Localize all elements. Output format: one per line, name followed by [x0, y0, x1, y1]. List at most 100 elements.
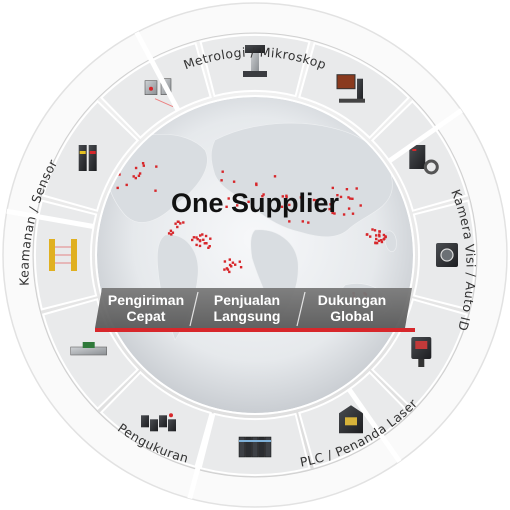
location-dot [223, 268, 226, 271]
location-dot [204, 242, 208, 245]
location-dot [169, 229, 173, 232]
feature-1-line1: Pengiriman [108, 292, 184, 308]
location-dot [195, 243, 198, 247]
location-dot [369, 235, 372, 238]
location-dot [207, 246, 210, 249]
location-dot [118, 173, 121, 176]
location-dot [196, 238, 199, 241]
category-divider [187, 412, 215, 500]
location-dot [331, 186, 334, 190]
measurement-sensor-heads-icon [141, 413, 176, 432]
location-dot [377, 239, 381, 242]
location-dot [137, 174, 141, 177]
category-divider [134, 31, 181, 112]
location-dot [134, 176, 137, 180]
category-divider [347, 387, 402, 463]
location-dot [223, 260, 227, 263]
location-dot [347, 207, 351, 210]
location-dot [375, 241, 379, 245]
location-dot [312, 198, 316, 202]
headline-title: One Supplier [171, 188, 340, 218]
vision-camera-icon [436, 243, 458, 267]
location-dot [227, 197, 230, 200]
location-dot [345, 188, 349, 191]
measuring-microscope-icon [243, 45, 267, 77]
location-dot [288, 203, 291, 207]
location-dot [154, 189, 157, 192]
location-dot [141, 162, 145, 165]
location-dot [281, 195, 284, 198]
location-dot [170, 233, 173, 236]
location-dot [228, 258, 231, 261]
location-dot [374, 241, 377, 245]
location-dot [238, 260, 241, 263]
location-dot [307, 221, 310, 224]
location-dot [351, 197, 354, 200]
location-dot [174, 222, 177, 225]
location-dot [132, 175, 135, 178]
location-dot [167, 232, 171, 235]
category-dividers [6, 31, 463, 500]
location-dot [182, 221, 185, 224]
location-dot [290, 209, 293, 212]
location-dot [280, 205, 284, 208]
location-dot [375, 237, 378, 241]
fiber-amplifier-icon [78, 145, 97, 171]
location-dot [208, 245, 211, 248]
feature-2-line2: Langsung [214, 308, 281, 324]
location-dot [339, 195, 343, 199]
location-dot [232, 180, 236, 183]
location-dot [234, 263, 237, 266]
location-dot [198, 244, 202, 248]
location-dot [203, 242, 206, 245]
location-dot [116, 186, 119, 190]
location-dot [342, 213, 346, 216]
location-dot [378, 235, 381, 238]
location-dot [273, 175, 277, 178]
location-dot [125, 183, 128, 187]
location-dot [230, 265, 233, 268]
location-dot [371, 228, 374, 231]
location-dot [228, 263, 232, 267]
location-dot [199, 239, 202, 242]
location-dot [192, 236, 196, 239]
vision-controller-icon [409, 145, 439, 175]
location-dot [142, 164, 145, 167]
laser-marker-icon [339, 405, 363, 434]
location-dot [179, 222, 182, 225]
location-dot [191, 238, 194, 242]
light-curtain-icon [49, 239, 77, 271]
location-dot [261, 195, 264, 198]
location-dot [384, 235, 387, 238]
location-dot [378, 233, 381, 236]
product-tiles [34, 34, 476, 476]
location-dot [262, 193, 265, 196]
location-dot [359, 204, 362, 207]
location-dot [365, 233, 369, 236]
location-dot [328, 207, 331, 211]
code-reader-icon [411, 337, 432, 367]
category-divider [6, 208, 94, 229]
world-globe [97, 97, 413, 413]
location-dot [228, 270, 231, 274]
location-dot [380, 239, 383, 242]
location-dot [236, 204, 239, 207]
location-dot [171, 231, 175, 234]
location-dot [231, 261, 235, 264]
location-dot [347, 196, 350, 199]
plc-module-icon [238, 436, 272, 458]
location-dot [220, 179, 223, 182]
feature-1-line2: Cepat [127, 308, 166, 324]
location-dot [382, 238, 385, 241]
location-dot [221, 170, 224, 173]
location-dot [349, 197, 352, 200]
digital-microscope-icon [336, 74, 365, 103]
feature-3-line1: Dukungan [318, 292, 386, 308]
location-dot [331, 211, 334, 215]
location-dot [225, 205, 228, 208]
location-dot [204, 234, 208, 238]
location-dot [315, 199, 318, 202]
location-dot [226, 268, 230, 271]
location-dot [199, 234, 202, 237]
accent-red-bar [95, 328, 415, 332]
